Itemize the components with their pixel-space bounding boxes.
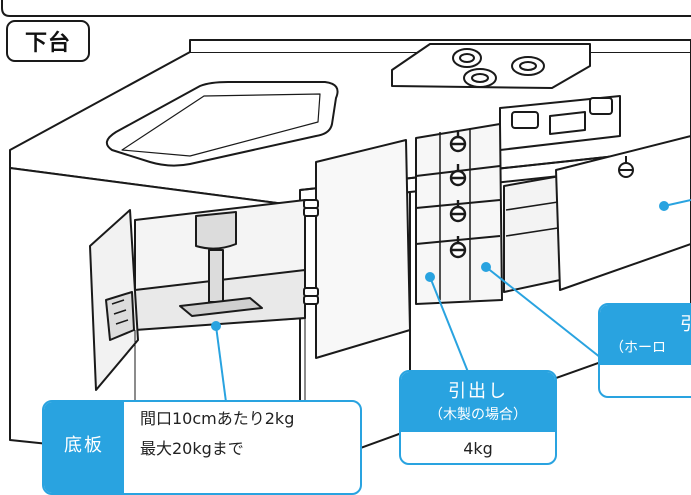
- callout-drawer-wood-title: 引出し: [448, 381, 508, 402]
- callout-drawer-wood-value: 4kg: [463, 439, 493, 458]
- callout-bottom-board-line2: 最大20kgまで: [140, 439, 244, 458]
- callout-bottom-board-title: 底板: [44, 402, 124, 493]
- callout-bottom-board-line1: 間口10cmあたり2kg: [140, 409, 295, 428]
- drain-pipe: [195, 211, 237, 250]
- drawer-handles: [449, 130, 467, 259]
- callout-drawer-enamel-head: 引 （ホーロ: [600, 305, 691, 365]
- stove-top: [391, 43, 591, 89]
- callout-bottom-board-body: 間口10cmあたり2kg 最大20kgまで: [124, 402, 294, 493]
- burner-left: [452, 48, 545, 88]
- sink-bowl: [105, 81, 339, 167]
- callout-drawer-enamel-title: 引: [600, 312, 691, 338]
- callout-drawer-enamel-value: 8: [600, 365, 691, 396]
- large-drawer-frame: [503, 175, 561, 293]
- callout-bottom-board: 底板 間口10cmあたり2kg 最大20kgまで: [42, 400, 362, 495]
- top-frame: [1, 0, 691, 17]
- callout-drawer-enamel-subtitle: （ホーロ: [610, 340, 666, 356]
- right-door: [315, 139, 411, 359]
- large-drawer-front: [555, 135, 691, 291]
- callout-leaders: [211, 199, 691, 403]
- section-title-tag: 下台: [6, 20, 90, 62]
- section-title: 下台: [24, 31, 71, 56]
- callout-drawer-wood-head: 引出し （木製の場合）: [401, 372, 555, 432]
- callout-drawer-wood-subtitle: （木製の場合）: [429, 407, 527, 423]
- callout-drawer-enamel: 引 （ホーロ 8: [598, 303, 691, 398]
- callout-drawer-wood: 引出し （木製の場合） 4kg: [399, 370, 557, 465]
